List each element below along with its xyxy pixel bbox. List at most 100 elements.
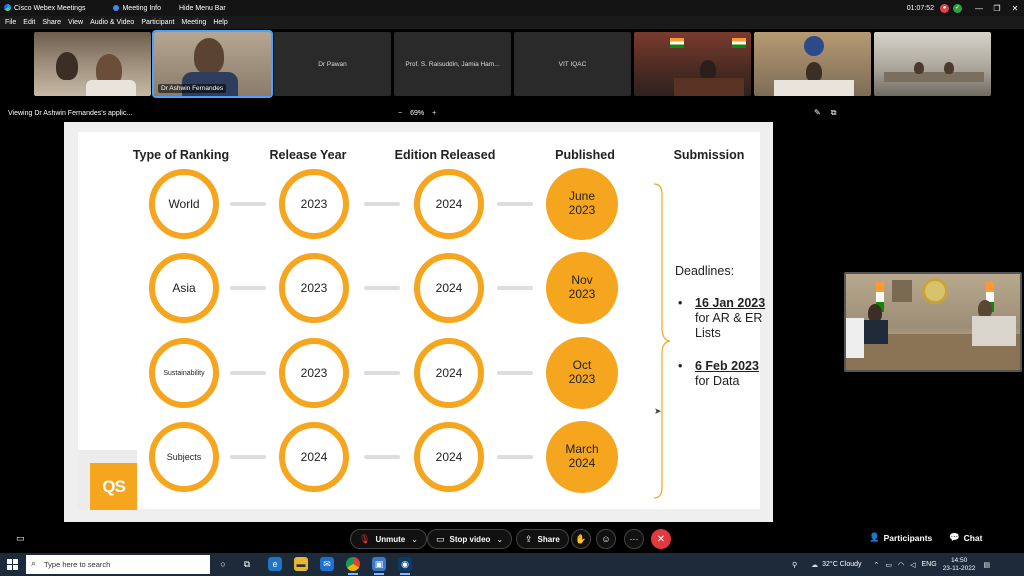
release-year: 2024 <box>279 422 349 492</box>
participants-button[interactable]: 👤Participants <box>869 532 932 543</box>
cortana-icon[interactable]: ○ <box>220 559 226 569</box>
search-icon: ⌕ <box>31 558 37 568</box>
participant-tile[interactable]: Dr Ashwin Fernandes <box>152 30 273 98</box>
chat-icon: 💬 <box>949 532 960 542</box>
menu-bar: File Edit Share View Audio & Video Parti… <box>0 16 1024 29</box>
chrome-icon[interactable] <box>346 557 360 575</box>
participant-tile[interactable]: VIT IQAC <box>514 32 631 96</box>
wifi-icon: ◠ <box>898 561 905 569</box>
participant-tile[interactable] <box>874 32 991 96</box>
hide-menu-bar-button[interactable]: Hide Menu Bar <box>179 4 226 12</box>
participant-tile[interactable] <box>34 32 151 96</box>
ranking-type-sustainability: Sustainability <box>149 338 219 408</box>
participant-strip: Dr Ashwin Fernandes Dr Pawan Prof. S. Ra… <box>0 29 1024 101</box>
chevron-up-icon[interactable]: ⌃ <box>873 561 880 569</box>
share-label: Share <box>537 534 560 544</box>
stop-video-label: Stop video <box>449 534 491 544</box>
annotate-icon[interactable]: ✎ <box>814 108 821 117</box>
leave-meeting-button[interactable]: ✕ <box>651 529 671 549</box>
menu-audio-video[interactable]: Audio & Video <box>90 19 135 26</box>
more-options-button[interactable]: ··· <box>624 529 644 549</box>
record-icon: ● <box>940 3 949 13</box>
participant-tile[interactable]: Prof. S. Raisuddin, Jamia Ham... <box>394 32 511 96</box>
meeting-timer: 01:07:52 <box>906 4 934 12</box>
participant-tile[interactable] <box>754 32 871 96</box>
participant-name: Dr Ashwin Fernandes <box>158 84 227 93</box>
menu-view[interactable]: View <box>68 19 84 26</box>
zoom-level[interactable]: 69% <box>410 109 425 117</box>
close-window-button[interactable]: ✕ <box>1011 3 1019 13</box>
share-status-bar: Viewing Dr Ashwin Fernandes's applic... … <box>0 105 1024 121</box>
clock[interactable]: 14:50 23-11-2022 <box>943 557 976 571</box>
meeting-info-label: Meeting Info <box>122 4 161 12</box>
bullet: • <box>678 296 683 310</box>
maximize-button[interactable]: ❐ <box>993 3 1001 13</box>
menu-file[interactable]: File <box>5 19 17 26</box>
bullet: • <box>678 359 683 373</box>
chevron-down-icon[interactable]: ⌄ <box>496 534 504 544</box>
deadline-date: 16 Jan 2023 <box>695 296 766 310</box>
zoom-controls: − 69% + <box>398 110 436 117</box>
participant-name: VIT IQAC <box>558 60 587 68</box>
zoom-out-button[interactable]: − <box>398 109 403 117</box>
task-view-icon[interactable]: ⧉ <box>243 558 251 569</box>
menu-meeting[interactable]: Meeting <box>181 19 207 26</box>
participant-tile[interactable]: Dr Pawan <box>274 32 391 96</box>
bracket-icon <box>653 183 671 499</box>
chat-button[interactable]: 💬Chat <box>949 532 982 543</box>
battery-icon: ▭ <box>885 561 893 569</box>
popout-icon[interactable]: ⧉ <box>830 108 837 117</box>
published-date: Nov 2023 <box>546 252 618 324</box>
meeting-controls: ▭ 🎙Unmute⌄ ▭Stop video⌄ ⇪Share ✋ ☺ ··· ✕… <box>0 526 1024 552</box>
edition-released: 2024 <box>414 422 484 492</box>
captions-icon[interactable]: ▭ <box>16 533 25 543</box>
webex-app-icon[interactable]: ◉ <box>398 557 412 575</box>
menu-share[interactable]: Share <box>42 19 62 26</box>
edge-icon[interactable]: e <box>268 557 282 571</box>
published-date: Oct 2023 <box>546 337 618 409</box>
chevron-down-icon[interactable]: ⌄ <box>411 534 418 544</box>
meeting-info-button[interactable]: Meeting Info <box>113 5 161 12</box>
published-date: March 2024 <box>546 421 618 493</box>
volume-icon[interactable]: ◁ <box>910 561 916 569</box>
clock-date: 23-11-2022 <box>942 564 976 572</box>
zoom-in-button[interactable]: + <box>432 109 437 117</box>
people-tray-icon[interactable]: ⚲ <box>792 561 798 569</box>
webex-logo-icon <box>4 4 11 11</box>
clock-time: 14:50 <box>950 557 968 565</box>
header-release-year: Release Year <box>269 148 347 162</box>
language-indicator[interactable]: ENG <box>921 561 937 568</box>
file-explorer-icon[interactable]: ▬ <box>294 557 308 571</box>
windows-start-icon[interactable] <box>7 559 18 570</box>
ranking-type-world: World <box>149 169 219 239</box>
minimize-button[interactable]: — <box>975 3 983 13</box>
unmute-button[interactable]: 🎙Unmute⌄ <box>350 529 427 549</box>
menu-help[interactable]: Help <box>213 19 228 26</box>
release-year: 2023 <box>279 253 349 323</box>
reactions-button[interactable]: ☺ <box>596 529 616 549</box>
mouse-cursor-icon: ➤ <box>654 406 662 416</box>
menu-edit[interactable]: Edit <box>23 19 36 26</box>
weather-text[interactable]: 32°C Cloudy <box>822 561 862 568</box>
participants-label: Participants <box>883 532 933 543</box>
participant-tile[interactable] <box>634 32 751 96</box>
self-view-video[interactable] <box>844 272 1022 372</box>
edition-released: 2024 <box>414 169 484 239</box>
notifications-icon[interactable]: ▤ <box>983 561 991 569</box>
menu-participant[interactable]: Participant <box>141 19 175 26</box>
ranking-type-subjects: Subjects <box>149 422 219 492</box>
windows-taskbar: ⌕ Type here to search ○ ⧉ e ▬ ✉ ▣ ◉ ⚲ ☁ … <box>0 553 1024 576</box>
info-icon <box>113 5 120 11</box>
people-icon: 👤 <box>869 532 880 542</box>
stop-video-button[interactable]: ▭Stop video⌄ <box>427 529 513 549</box>
app-title: Cisco Webex Meetings <box>14 4 86 12</box>
zoom-app-icon[interactable]: ▣ <box>372 557 386 575</box>
participant-name: Dr Pawan <box>318 60 347 68</box>
share-button[interactable]: ⇪Share <box>516 529 569 549</box>
raise-hand-button[interactable]: ✋ <box>571 529 591 549</box>
qs-logo-text: QS <box>90 463 137 510</box>
taskbar-search-input[interactable]: ⌕ Type here to search <box>26 555 210 574</box>
mail-icon[interactable]: ✉ <box>320 557 334 571</box>
header-submission: Submission <box>673 148 745 162</box>
participant-name: Prof. S. Raisuddin, Jamia Ham... <box>405 60 500 68</box>
